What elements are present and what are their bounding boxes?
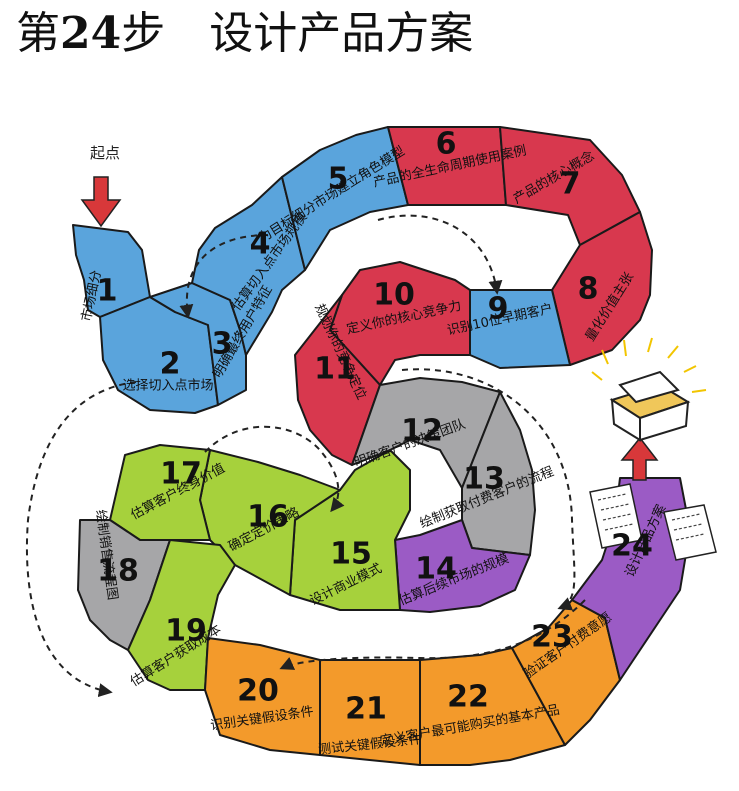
step-cell-14 bbox=[394, 519, 531, 613]
step-number-14: 14 bbox=[415, 552, 457, 587]
step-number-4: 4 bbox=[250, 227, 271, 262]
dashed-connector-6 bbox=[279, 599, 586, 670]
step-number-22: 22 bbox=[447, 680, 489, 715]
step-number-8: 8 bbox=[578, 272, 599, 307]
step-number-13: 13 bbox=[463, 462, 505, 497]
page-title: 第24步设计产品方案 bbox=[16, 4, 473, 64]
step-number-16: 16 bbox=[247, 500, 289, 535]
board-cells bbox=[72, 126, 691, 766]
step-number-10: 10 bbox=[373, 278, 415, 313]
step-number-21: 21 bbox=[345, 692, 387, 727]
step-label-2: 选择切入点市场 bbox=[122, 378, 213, 394]
step-number-7: 7 bbox=[560, 167, 581, 202]
dashed-connector-3 bbox=[25, 381, 137, 697]
step-number-18: 18 bbox=[97, 554, 139, 589]
step-number-24: 24 bbox=[611, 529, 653, 564]
step-cell-4 bbox=[191, 176, 306, 356]
step-cell-8 bbox=[551, 211, 653, 366]
dashed-connectors bbox=[25, 214, 586, 697]
decorations: 起点 bbox=[80, 144, 717, 561]
treasure-chest-icon bbox=[591, 337, 707, 442]
start-arrow-icon bbox=[80, 176, 122, 228]
dashed-connector-1 bbox=[179, 234, 269, 319]
step-indicator: 第24步 bbox=[16, 8, 166, 59]
dashed-connector-2 bbox=[377, 214, 503, 295]
step-number-19: 19 bbox=[165, 614, 207, 649]
dashed-connector-4 bbox=[401, 368, 576, 611]
step-cell-5 bbox=[281, 126, 409, 271]
step-number-5: 5 bbox=[328, 162, 349, 197]
step-cell-15 bbox=[289, 449, 411, 611]
step-number-6: 6 bbox=[436, 127, 457, 162]
step-number-12: 12 bbox=[401, 414, 443, 449]
step-number-20: 20 bbox=[237, 674, 279, 709]
start-label: 起点 bbox=[90, 144, 120, 162]
step-number-9: 9 bbox=[488, 292, 509, 327]
document-icon-1 bbox=[589, 483, 643, 549]
step-number-2: 2 bbox=[160, 347, 181, 382]
step-number-23: 23 bbox=[531, 620, 573, 655]
step-number-17: 17 bbox=[160, 457, 202, 492]
step-cell-19 bbox=[127, 539, 236, 691]
title-text: 设计产品方案 bbox=[209, 8, 474, 59]
step-number-3: 3 bbox=[212, 327, 233, 362]
step-number-1: 1 bbox=[97, 274, 118, 309]
dashed-connector-5 bbox=[204, 425, 345, 513]
finish-arrow-icon bbox=[620, 436, 659, 481]
step-number-11: 11 bbox=[314, 352, 356, 387]
step-number-15: 15 bbox=[330, 537, 372, 572]
